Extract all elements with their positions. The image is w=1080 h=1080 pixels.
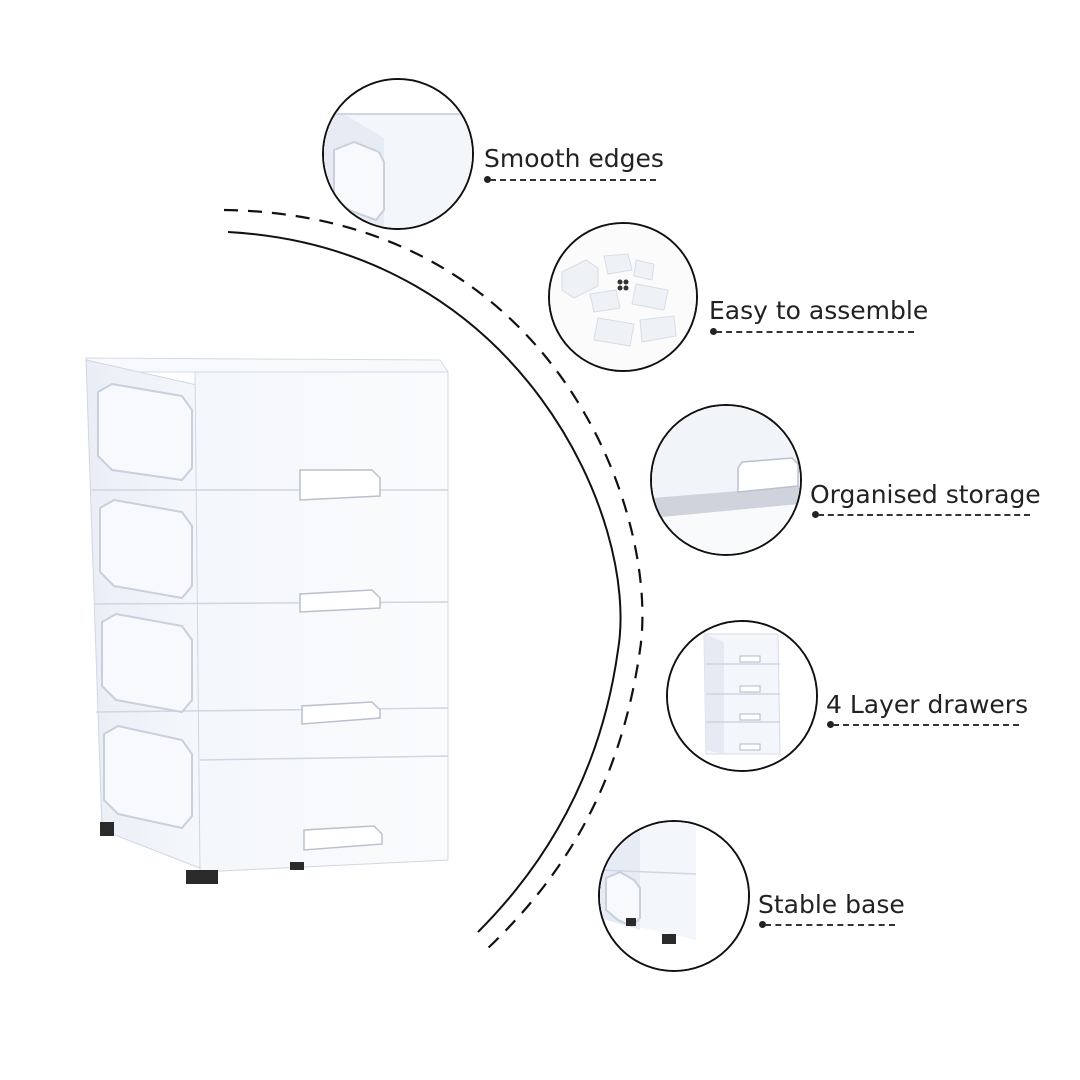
- cabinet-foot-left: [100, 822, 114, 836]
- feature-dot-stable-base: [759, 921, 766, 928]
- dashed-arc: [223, 208, 644, 951]
- feature-dot-organised-storage: [812, 511, 819, 518]
- cabinet-front: [194, 371, 449, 873]
- drawer-stack-icon: [668, 622, 816, 770]
- cabinet-base-icon: [600, 822, 748, 970]
- feature-line-easy-to-assemble: [716, 331, 914, 333]
- feature-line-stable-base: [765, 924, 895, 926]
- feature-label-smooth-edges: Smooth edges: [484, 144, 664, 173]
- drawer-handle-4: [303, 825, 383, 851]
- feature-dot-easy-to-assemble: [710, 328, 717, 335]
- drawer-handle-3: [301, 701, 381, 725]
- cabinet-foot-front: [186, 870, 218, 884]
- drawer-handle-1: [299, 469, 381, 501]
- thumb-organised-storage: [650, 404, 802, 556]
- thumb-4-layer-drawers: [666, 620, 818, 772]
- side-panel-3: [101, 612, 193, 714]
- feature-dot-4-layer-drawers: [827, 721, 834, 728]
- cabinet-top: [85, 357, 449, 373]
- drawer-handle-icon: [652, 406, 800, 554]
- feature-label-easy-to-assemble: Easy to assemble: [709, 296, 929, 325]
- side-panel-2: [99, 498, 193, 600]
- thumb-smooth-edges: [322, 78, 474, 230]
- side-panel-4: [103, 724, 193, 830]
- cabinet-foot-right: [290, 862, 304, 870]
- thumb-easy-to-assemble: [548, 222, 698, 372]
- drawer-handle-2: [299, 589, 381, 613]
- thumb-stable-base: [598, 820, 750, 972]
- assembly-parts-icon: [550, 224, 696, 370]
- feature-line-smooth-edges: [490, 179, 656, 181]
- side-panel-1: [97, 382, 193, 482]
- feature-line-organised-storage: [818, 514, 1030, 516]
- feature-label-stable-base: Stable base: [758, 890, 905, 919]
- smooth-edges-icon: [324, 80, 472, 228]
- feature-dot-smooth-edges: [484, 176, 491, 183]
- feature-label-organised-storage: Organised storage: [810, 480, 1041, 509]
- solid-arc: [227, 231, 622, 933]
- feature-label-4-layer-drawers: 4 Layer drawers: [826, 690, 1029, 719]
- feature-line-4-layer-drawers: [833, 724, 1019, 726]
